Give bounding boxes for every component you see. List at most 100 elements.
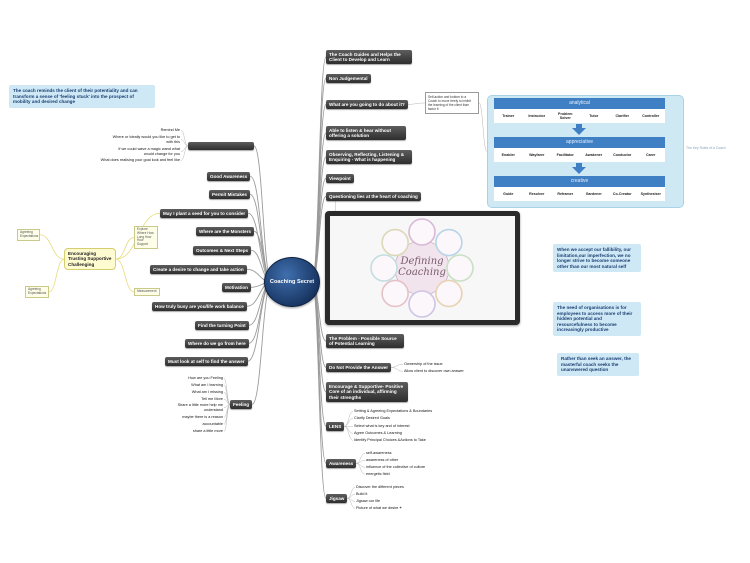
sub-item[interactable]: Remind Me [160, 128, 180, 132]
role-cell: Gardener [585, 191, 602, 196]
sub-item[interactable]: Select what is key and of interest [354, 424, 410, 428]
tag-measurement[interactable]: Measurement [134, 288, 160, 296]
branch-questioning[interactable]: Questioning lies at the heart of coachin… [326, 192, 421, 201]
sub-item[interactable]: Tell me More [201, 397, 223, 401]
branch-create-desire[interactable]: Create a desire to change and take actio… [150, 265, 247, 274]
branch-where-from-here[interactable]: Where do we go from here [185, 339, 249, 348]
sub-item[interactable]: Jigsaw our life [356, 499, 381, 503]
note-answer[interactable]: Rather than seek an answer, the masterfu… [557, 353, 639, 376]
down-arrow-icon [576, 124, 582, 128]
branch-label: Able to listen & hear without offering a… [329, 127, 392, 139]
sub-item[interactable]: What am I learning [191, 383, 223, 387]
sub-item[interactable]: Ownership of the issue [404, 362, 443, 366]
sub-item[interactable]: accountable [202, 422, 223, 426]
role-cell: Conductor [613, 152, 632, 157]
branch-do-not-provide[interactable]: Do Not Provide the Answer [326, 363, 392, 372]
down-arrow-icon [572, 167, 586, 174]
branch-viewpoint[interactable]: Viewpoint [326, 174, 354, 183]
branch-what-going-to-do[interactable]: What are you going to do about it? [326, 100, 408, 109]
sub-item[interactable]: Build it [356, 492, 368, 496]
connector-line [347, 498, 356, 509]
note-top-left[interactable]: The coach reminds the client of their po… [9, 85, 155, 108]
branch-able-to-listen[interactable]: Able to listen & hear without offering a… [326, 126, 406, 141]
connector-line [251, 281, 273, 405]
roles-diagram-label[interactable]: The Key Roles of a Coach [686, 146, 726, 150]
plus-icon: + [399, 506, 402, 510]
connector-line [180, 130, 189, 147]
wheel-petal [446, 254, 474, 282]
sub-item[interactable]: What am I missing [191, 390, 223, 394]
role-cell: Problem Solver [558, 111, 573, 120]
sub-item[interactable]: Agree Outcomes & Learning [354, 431, 402, 435]
branch-non-judgemental[interactable]: Non Judgemental [326, 74, 371, 83]
sub-item[interactable]: self-awareness [366, 451, 392, 455]
note-fallibility[interactable]: When we accept our fallibility, our limi… [553, 244, 641, 273]
wheel-petal [408, 290, 436, 318]
branch-label: Permit Mistakes [212, 191, 247, 197]
branch-lens[interactable]: LENS [326, 422, 345, 431]
role-cell: Synthesiser [640, 191, 661, 196]
branch-label: Create a desire to change and take actio… [153, 266, 244, 272]
sub-item[interactable]: Allow client to discover own answer [404, 369, 464, 373]
connector-line [39, 234, 65, 260]
branch-label: Feeling [233, 401, 250, 407]
branch-good-awareness[interactable]: Good Awareness [207, 172, 251, 181]
connector-line [223, 378, 231, 405]
branch-jigsaw[interactable]: Jigsaw [326, 494, 348, 503]
branch-look-at-self[interactable]: Must look at self to find the answer [165, 357, 248, 366]
branch-label: What are you going to do about it? [329, 101, 405, 107]
branch-coach-guides[interactable]: The Coach Guides and Helps the Client to… [326, 50, 412, 65]
branch-outcomes-next-steps[interactable]: Outcomes & Next Steps [193, 246, 252, 255]
sub-item[interactable]: How are you Feeling [188, 376, 223, 380]
sub-item[interactable]: Setting & Agreeing Expectations & Bounda… [354, 409, 433, 413]
sub-item[interactable]: Where or Ideally would you like to get t… [112, 135, 180, 144]
sub-item[interactable]: maybe there is a reason [182, 415, 223, 419]
branch-where-monsters[interactable]: Where are the Monsters [196, 227, 255, 236]
branch-plant-a-seed[interactable]: May I plant a seed for you to consider [160, 209, 249, 218]
branch-encourage-supportive[interactable]: Encourage & Supportive- Positive Core of… [326, 382, 408, 402]
roles-diagram[interactable]: analytical Trainer Instructor Problem So… [487, 95, 684, 208]
branch-observing[interactable]: Observing, Reflecting, Listening & Enqui… [326, 150, 412, 165]
branch-permit-mistakes[interactable]: Permit Mistakes [209, 190, 250, 199]
root-node[interactable]: Coaching Secret [264, 257, 320, 307]
wheel-petal [381, 279, 409, 308]
band-analytical: analytical [494, 98, 665, 109]
branch-label: Observing, Reflecting, Listening & Enqui… [329, 151, 405, 163]
branch-turning-point[interactable]: Find the turning Point [195, 321, 249, 330]
note-organisations[interactable]: The need of organisations is for employe… [553, 302, 641, 336]
tag-explore-list[interactable]: Explore Where How Long How How Support [134, 226, 158, 249]
branch-work-life-balance[interactable]: How truly busy are you/life work balance [152, 302, 247, 311]
sub-item[interactable]: influence of the collective of culture [366, 465, 426, 469]
role-cell: Guide [503, 191, 514, 196]
callout-bubble[interactable]: Self-action and bottom to a Coach to mov… [425, 92, 479, 114]
branch-the-problem[interactable]: The Problem - Possible Source of Potenti… [326, 334, 404, 349]
connector-line [115, 237, 135, 260]
role-cell: Controller [642, 113, 660, 118]
sub-item[interactable]: Discover the different pieces [356, 485, 404, 489]
encouraging-node[interactable]: Encouraging Trusting Supportive Challeng… [64, 248, 116, 271]
sub-item[interactable]: share a little more [192, 429, 223, 433]
sub-item[interactable]: Share a little more help me understand [177, 403, 223, 412]
role-cell: Co-Creator [612, 191, 632, 196]
branch-awareness[interactable]: Awareness [326, 459, 357, 468]
sub-item[interactable]: Clarify Desired Goals [354, 416, 390, 420]
sub-item[interactable]: energetic field [366, 472, 390, 476]
sub-item[interactable]: What does realising your goal look and f… [100, 158, 180, 162]
branch-label: Motivation [225, 284, 248, 290]
branch-unlabeled[interactable] [188, 142, 254, 150]
branch-feeling[interactable]: Feeling [230, 400, 253, 409]
branch-motivation[interactable]: Motivation [222, 283, 251, 292]
branch-label: The Problem - Possible Source of Potenti… [329, 335, 397, 347]
tag-agreeing-top[interactable]: Agreeing Expectations [17, 229, 40, 241]
branch-label: Awareness [329, 460, 354, 466]
sub-item[interactable]: awareness of other [366, 458, 399, 462]
sub-item[interactable]: If we could wave a magic wand what would… [118, 147, 180, 156]
tag-agreeing-bottom[interactable]: Agreeing Expectations [25, 286, 49, 298]
connector-line [311, 281, 327, 427]
sub-item[interactable]: Identify Principal Choices &Actions to T… [354, 438, 426, 442]
role-cell: Carer [646, 152, 656, 157]
wheel-petal [381, 228, 409, 257]
sub-item[interactable]: Picture of what we desire + [356, 506, 402, 511]
role-cell: Reframer [557, 191, 574, 196]
